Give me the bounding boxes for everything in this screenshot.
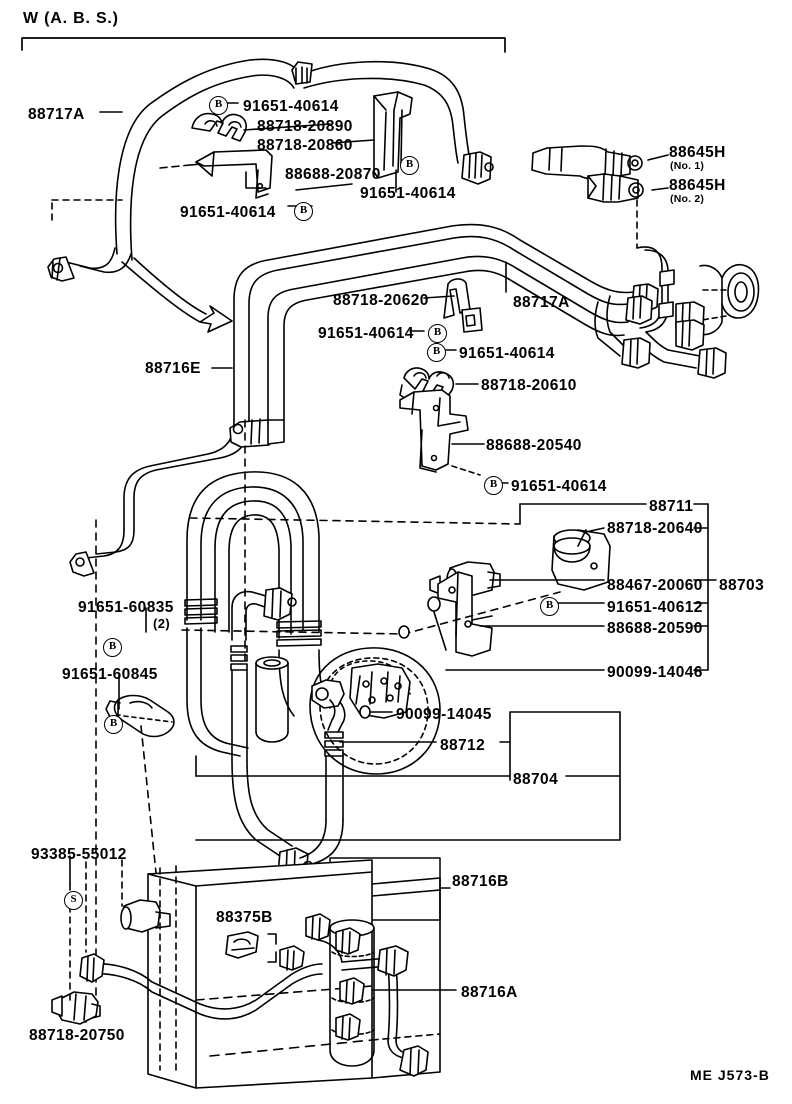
part-number-label: 88688-20540 (486, 437, 582, 454)
part-number-label: 90099-14046 (607, 664, 703, 681)
part-number-label: 88718-20620 (333, 292, 429, 309)
part-number-label: (2) (153, 616, 171, 631)
part-number-label: 88375B (216, 909, 273, 926)
part-number-label: 88718-20890 (257, 118, 353, 135)
part-number-label: 88688-20870 (285, 166, 381, 183)
part-number-label: 88716B (452, 873, 509, 890)
part-number-label: 91651-40614 (511, 478, 607, 495)
bolt-marker-b-icon: B (428, 324, 447, 343)
part-number-label: 88711 (649, 498, 694, 515)
part-number-label: 91651-60845 (62, 666, 158, 683)
bolt-marker-b-icon: B (540, 597, 559, 616)
part-number-label: 93385-55012 (31, 846, 127, 863)
part-number-label: 91651-40612 (607, 599, 703, 616)
part-number-label: 88645H (669, 177, 726, 194)
part-number-label: 88718-20640 (607, 520, 703, 537)
part-number-label: 88717A (28, 106, 85, 123)
part-number-label: 88718-20750 (29, 1027, 125, 1044)
part-number-label: 88716E (145, 360, 201, 377)
part-number-label: 91651-40614 (180, 204, 276, 221)
part-number-label: 88645H (669, 144, 726, 161)
part-number-label: 91651-40614 (318, 325, 414, 342)
bolt-marker-b-icon: B (484, 476, 503, 495)
part-number-label: 88467-20060 (607, 577, 703, 594)
part-number-label: 91651-40614 (243, 98, 339, 115)
bolt-marker-b-icon: B (294, 202, 313, 221)
bolt-marker-b-icon: B (103, 638, 122, 657)
part-number-label: 88718-20610 (481, 377, 577, 394)
part-number-label: 91651-40614 (459, 345, 555, 362)
bolt-marker-b-icon: B (104, 715, 123, 734)
part-number-label: 88712 (440, 737, 486, 754)
part-number-label: 90099-14045 (396, 706, 492, 723)
part-number-label: 88688-20590 (607, 620, 703, 637)
part-number-label: 88704 (513, 771, 559, 788)
part-number-label: 91651-40614 (360, 185, 456, 202)
part-number-label: 88718-20860 (257, 137, 353, 154)
bolt-marker-b-icon: B (209, 96, 228, 115)
bolt-marker-b-icon: B (427, 343, 446, 362)
diagram-header-title: W (A. B. S.) (23, 10, 119, 27)
part-number-label: 88716A (461, 984, 518, 1001)
part-number-label: 88703 (719, 577, 765, 594)
diagram-code: ME J573-B (690, 1067, 770, 1083)
part-number-label: (No. 2) (670, 193, 705, 205)
part-number-label: 91651-60835 (78, 599, 174, 616)
bolt-marker-b-icon: B (400, 156, 419, 175)
part-number-label: 88717A (513, 294, 570, 311)
screw-marker-s-icon: S (64, 891, 83, 910)
part-number-label: (No. 1) (670, 160, 705, 172)
